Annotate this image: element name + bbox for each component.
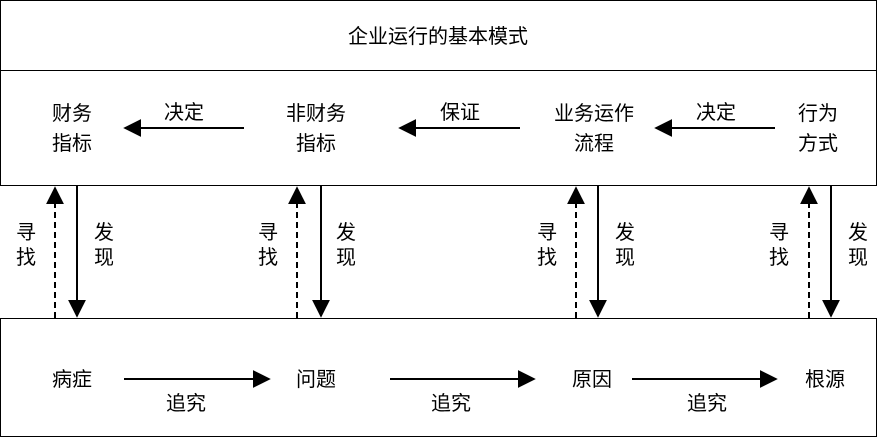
- search-label-char: 找: [258, 245, 278, 269]
- search-label-char: 找: [16, 245, 36, 269]
- node-label-line2: 指标: [296, 131, 336, 155]
- search-label-3: 寻 找: [535, 220, 559, 270]
- discover-label-char: 发: [336, 220, 356, 244]
- discover-label-char: 发: [848, 220, 868, 244]
- discover-label-char: 现: [848, 245, 868, 269]
- node-financial-indicators: 财务 指标: [12, 98, 132, 158]
- discover-label-char: 发: [94, 220, 114, 244]
- node-nonfinancial-indicators: 非财务 指标: [256, 98, 376, 158]
- search-label-4: 寻 找: [767, 220, 791, 270]
- search-label-char: 寻: [16, 220, 36, 244]
- discover-label-char: 发: [615, 220, 635, 244]
- edge-label-trace-1: 追究: [166, 391, 206, 415]
- discover-label-2: 发 现: [334, 220, 358, 270]
- discover-label-char: 现: [615, 245, 635, 269]
- node-symptom: 病症: [52, 367, 92, 391]
- search-label-2: 寻 找: [256, 220, 280, 270]
- edge-label-trace-2: 追究: [431, 391, 471, 415]
- discover-label-4: 发 现: [846, 220, 870, 270]
- node-label-line2: 方式: [798, 131, 838, 155]
- search-label-char: 找: [769, 245, 789, 269]
- diagram-title: 企业运行的基本模式: [348, 24, 528, 48]
- node-label-line1: 财务: [52, 101, 92, 125]
- search-label-char: 寻: [537, 220, 557, 244]
- node-behavior-mode: 行为 方式: [758, 98, 878, 158]
- node-cause: 原因: [572, 367, 612, 391]
- node-label-line1: 行为: [798, 101, 838, 125]
- edge-label-ensure: 保证: [440, 100, 480, 124]
- discover-label-char: 现: [94, 245, 114, 269]
- discover-label-3: 发 现: [613, 220, 637, 270]
- node-label-line2: 指标: [52, 131, 92, 155]
- discover-label-1: 发 现: [92, 220, 116, 270]
- node-business-process: 业务运作 流程: [534, 98, 654, 158]
- node-root: 根源: [805, 367, 845, 391]
- indicator-box: [0, 70, 877, 186]
- search-label-1: 寻 找: [14, 220, 38, 270]
- search-label-char: 寻: [258, 220, 278, 244]
- discover-label-char: 现: [336, 245, 356, 269]
- search-label-char: 寻: [769, 220, 789, 244]
- node-label-line1: 非财务: [286, 101, 346, 125]
- edge-label-decide-1: 决定: [164, 100, 204, 124]
- node-label-line2: 流程: [574, 131, 614, 155]
- symptom-box: [0, 318, 877, 437]
- edge-label-decide-2: 决定: [696, 100, 736, 124]
- search-label-char: 找: [537, 245, 557, 269]
- node-label-line1: 业务运作: [554, 101, 634, 125]
- node-problem: 问题: [296, 367, 336, 391]
- edge-label-trace-3: 追究: [687, 391, 727, 415]
